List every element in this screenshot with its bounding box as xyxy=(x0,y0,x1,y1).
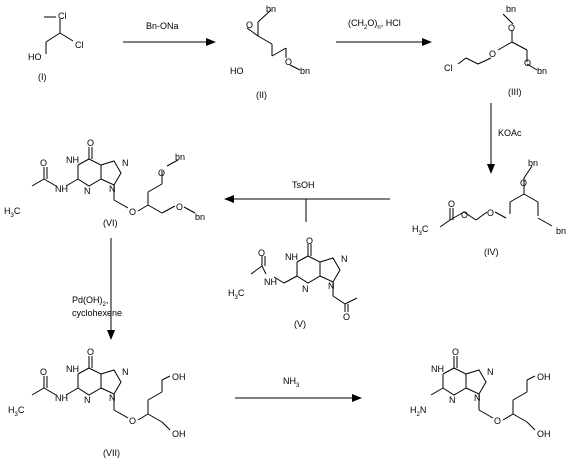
atom-h3c-v: H3C xyxy=(228,288,245,301)
atom-nh-v-2: NH xyxy=(264,277,277,287)
atom-n-v-2: N xyxy=(328,281,335,291)
label-compound-iv: (IV) xyxy=(484,247,499,257)
atom-nh-vi-2: NH xyxy=(55,184,68,194)
atom-n-p-2: N xyxy=(474,393,481,403)
compound-iv xyxy=(439,165,553,228)
atom-o-v-3: O xyxy=(343,312,350,322)
atom-o-vi-4: O xyxy=(158,168,165,178)
atom-o-p-2: O xyxy=(494,416,501,426)
atom-h2n-p: H2N xyxy=(410,405,426,418)
atom-o-vii-2: O xyxy=(40,367,47,377)
atom-n-v-3: N xyxy=(302,284,309,294)
compound-vii xyxy=(31,356,171,431)
atom-nh-vii: NH xyxy=(66,364,79,374)
atom-oh-vii-1: OH xyxy=(172,372,186,382)
atom-o-vi-2: O xyxy=(40,158,47,168)
atom-o-iii-2: O xyxy=(489,49,496,59)
atom-bn-ii-1: bn xyxy=(266,4,276,14)
atom-h3c-vi: H3C xyxy=(4,206,21,219)
atom-ho: HO xyxy=(28,52,42,62)
atom-o-iii-3: O xyxy=(524,58,531,68)
label-compound-i: (I) xyxy=(38,72,47,82)
reagent-step3: KOAc xyxy=(498,128,522,138)
atom-o-iv-2: O xyxy=(487,208,494,218)
atom-o-ii-1: O xyxy=(246,20,253,30)
atom-bn-iii-2: bn xyxy=(537,66,547,76)
atom-o-vi-3: O xyxy=(129,207,136,217)
compound-vi xyxy=(31,147,196,214)
atom-o-iv-3: O xyxy=(448,199,455,209)
atom-o-v-2: O xyxy=(258,248,265,258)
atom-o-vii-1: O xyxy=(87,347,94,357)
atom-n-vii-2: N xyxy=(109,393,116,403)
atom-n-v-1: N xyxy=(341,254,348,264)
label-compound-vii: (VII) xyxy=(103,448,120,458)
atom-cl-iii: Cl xyxy=(444,63,453,73)
atom-cl-1: Cl xyxy=(58,11,67,21)
compound-i xyxy=(44,16,74,54)
atom-bn-iv-2: bn xyxy=(556,226,566,236)
atom-n-vi-3: N xyxy=(84,186,91,196)
label-compound-iii: (III) xyxy=(508,87,522,97)
atom-bn-iv-1: bn xyxy=(528,158,538,168)
arrowhead-step3 xyxy=(487,164,495,174)
reagent-step1: Bn-ONa xyxy=(146,21,179,31)
atom-nh-p: NH xyxy=(431,364,444,374)
arrowhead-step2 xyxy=(422,38,432,46)
atom-oh-p-2: OH xyxy=(537,429,551,439)
reagent-step5-line1: Pd(OH)2, xyxy=(72,295,108,308)
label-compound-vi: (VI) xyxy=(103,218,118,228)
atom-nh-vi: NH xyxy=(66,155,79,165)
atom-o-iv-4: O xyxy=(461,210,468,220)
compound-iii xyxy=(457,13,538,71)
arrowhead-step1 xyxy=(206,38,216,46)
atom-o-iii-1: O xyxy=(508,23,515,33)
atom-oh-p-1: OH xyxy=(537,372,551,382)
arrowhead-step5 xyxy=(107,330,115,340)
arrowhead-step6 xyxy=(352,394,362,402)
atom-o-iv-1: O xyxy=(520,178,527,188)
atom-cl-2: Cl xyxy=(75,40,84,50)
atom-o-vii-3: O xyxy=(129,416,136,426)
atom-bn-vi-2: bn xyxy=(195,212,205,222)
reagent-step2: (CH2O)n, HCl xyxy=(348,18,401,31)
atom-nh-vii-2: NH xyxy=(55,393,68,403)
atom-n-vi-1: N xyxy=(122,158,129,168)
atom-o-ii-2: O xyxy=(285,57,292,67)
atom-h3c-iv: H3C xyxy=(412,224,429,237)
atom-o-vi-5: O xyxy=(176,202,183,212)
atom-ho-ii: HO xyxy=(230,66,244,76)
atom-bn-ii-2: bn xyxy=(300,66,310,76)
atom-n-vii-3: N xyxy=(84,395,91,405)
atom-bn-vi-1: bn xyxy=(175,152,185,162)
atom-h3c-vii: H3C xyxy=(8,405,25,418)
atom-o-v-1: O xyxy=(306,236,313,246)
atom-bn-iii-1: bn xyxy=(506,4,516,14)
arrowhead-step4 xyxy=(224,195,234,203)
label-compound-ii: (II) xyxy=(256,90,267,100)
atom-o-vi-1: O xyxy=(87,138,94,148)
atom-nh-v: NH xyxy=(285,252,298,262)
label-compound-v: (V) xyxy=(294,319,306,329)
atom-oh-vii-2: OH xyxy=(172,429,186,439)
compound-v xyxy=(250,244,358,312)
compound-product xyxy=(430,356,536,431)
atom-n-vi-2: N xyxy=(109,184,116,194)
atom-o-p-1: O xyxy=(452,347,459,357)
reagent-step4: TsOH xyxy=(292,180,315,190)
compound-ii xyxy=(246,9,301,71)
atom-n-vii-1: N xyxy=(122,367,129,377)
reagent-step6: NH3 xyxy=(283,376,300,389)
reagent-step5-line2: cyclohexene xyxy=(72,308,122,318)
atom-n-p-3: N xyxy=(449,395,456,405)
atom-n-p-1: N xyxy=(487,367,494,377)
